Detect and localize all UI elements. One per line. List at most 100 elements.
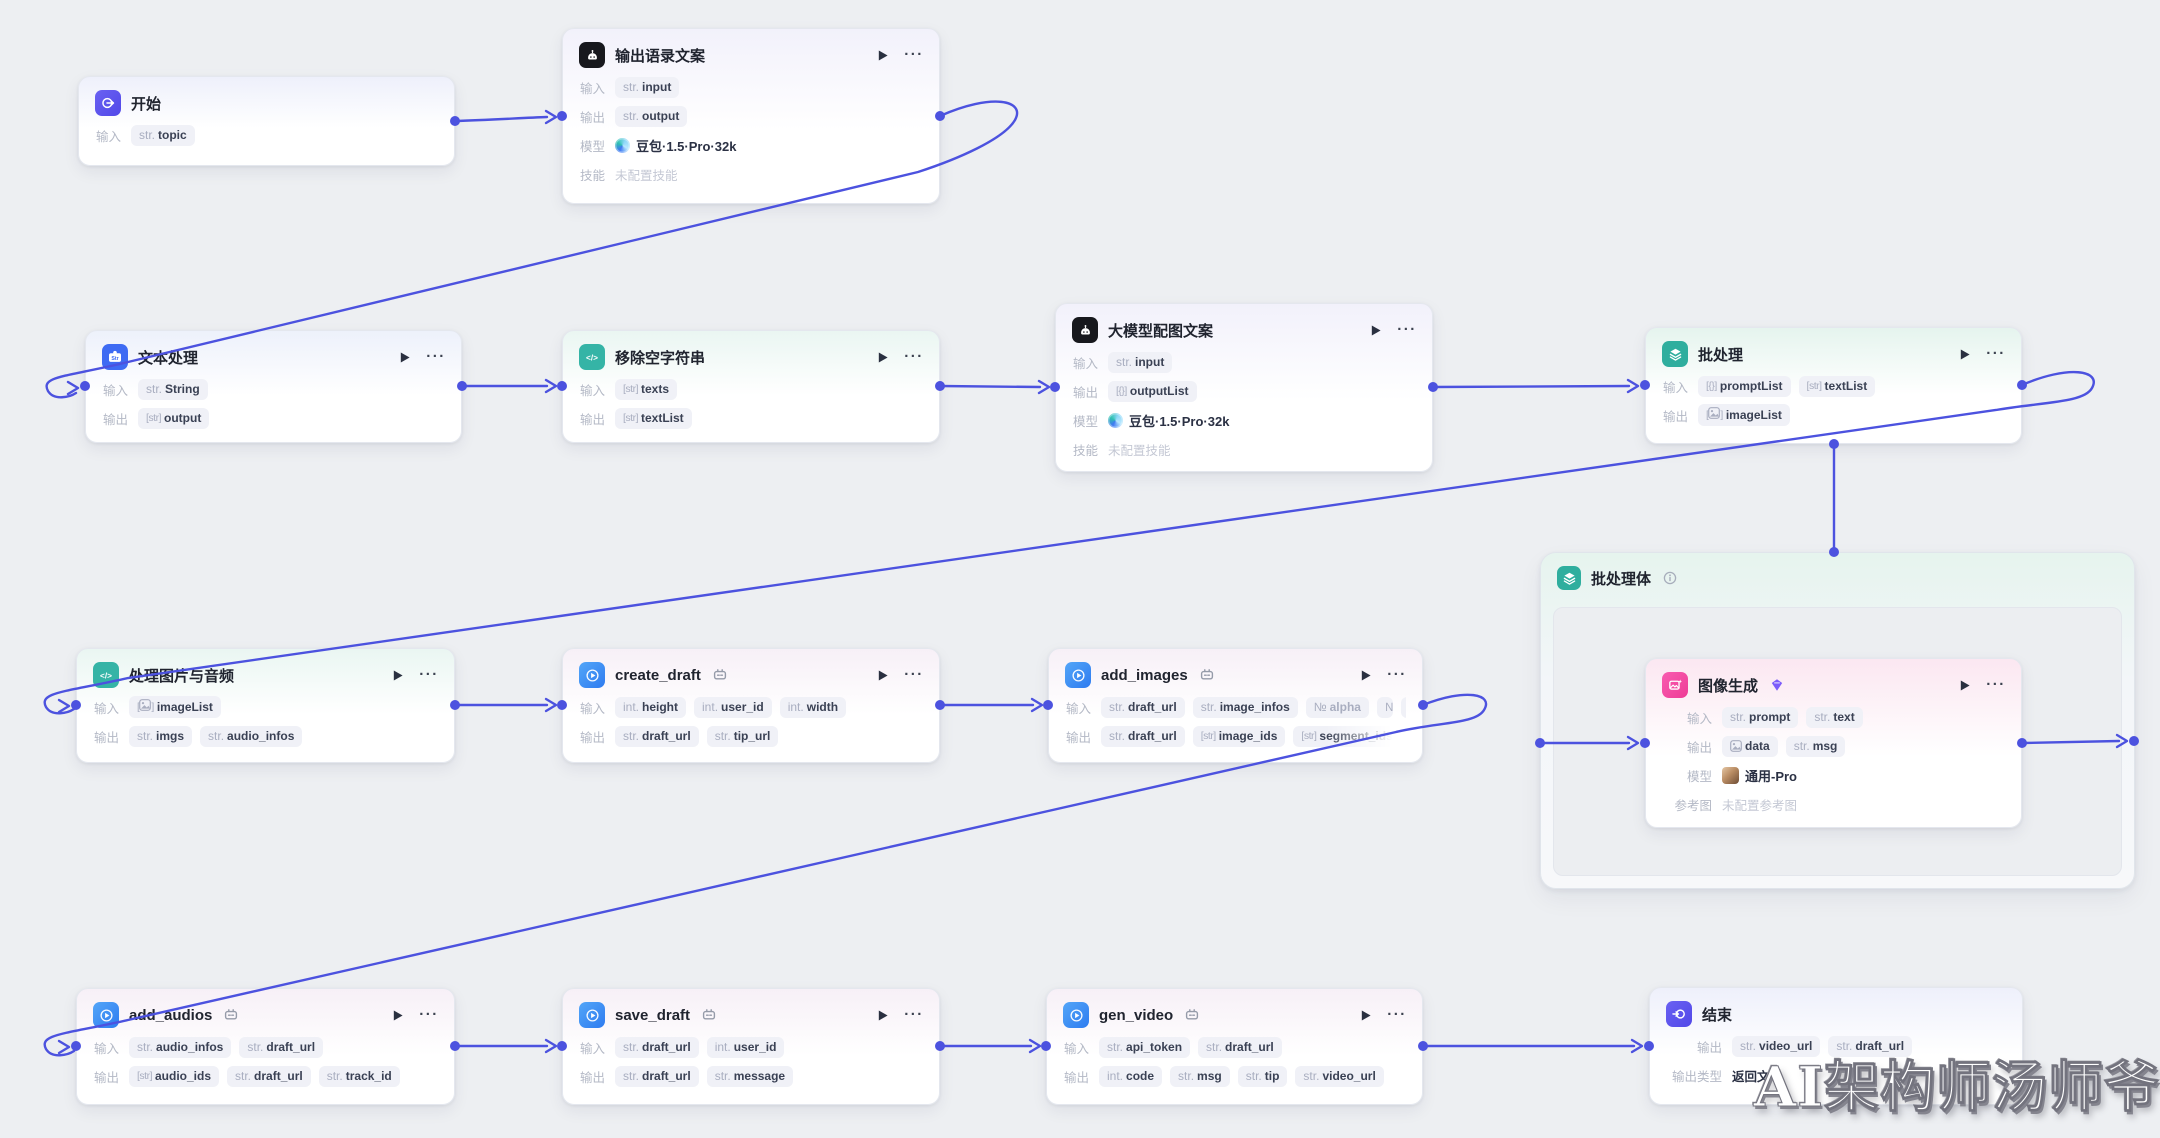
info-icon[interactable] [1663,571,1677,585]
param-type-str: str. [235,1068,252,1083]
run-node-button[interactable] [1356,666,1374,684]
param-tag: str.draft_url [227,1065,311,1087]
run-node-button[interactable] [873,1006,891,1024]
node-menu-button[interactable]: ··· [1387,1006,1407,1023]
edge-start-to-llm-quotes [453,115,549,123]
node-menu-button[interactable]: ··· [419,666,439,683]
param-name: width [806,699,839,714]
param-name: tip [1264,1068,1280,1083]
node-menu-button[interactable]: ··· [1986,345,2006,362]
edge-arrowhead [57,1039,71,1055]
param-name: user_id [733,1039,777,1054]
param-tag: str.imgs [129,725,193,747]
node-menu-button[interactable]: ··· [904,348,924,365]
run-node-button[interactable] [1955,676,1973,694]
jy-icon [579,1002,605,1028]
param-tag: int.code [1099,1065,1163,1087]
param-type-arr_str: [str] [623,411,639,424]
param-tags: [str]texts [615,378,678,400]
node-menu-button[interactable]: ··· [904,1006,924,1023]
param-type-str: str. [1740,1038,1757,1053]
param-name: msg [1812,738,1838,753]
model-name: 通用-Pro [1745,768,1798,784]
param-name: texts [641,381,670,396]
run-node-button[interactable] [1955,345,1973,363]
model-value: 豆包·1.5·Pro·32k [1108,411,1229,430]
node-menu-button[interactable]: ··· [1397,321,1417,338]
jy-icon [1065,662,1091,688]
node-menu-button[interactable]: ··· [426,348,446,365]
param-tag: str.msg [1170,1065,1230,1087]
svg-text:</>: </> [586,353,598,362]
param-type-str: str. [247,1039,264,1054]
node-menu-button[interactable]: ··· [419,1006,439,1023]
node-header: gen_video··· [1063,1001,1406,1029]
param-type-int: int. [623,699,640,714]
run-node-button[interactable] [873,348,891,366]
node-row: 输入 [str]texts [579,378,923,400]
param-tag: str.message [706,1065,794,1087]
run-node-button[interactable] [1356,1006,1374,1024]
node-row: 模型豆包·1.5·Pro·32k [579,134,923,156]
run-node-button[interactable] [873,666,891,684]
param-tag: int.user_id [694,696,772,718]
row-label: 输入 [102,383,128,398]
edge-arrowhead [57,698,71,714]
param-name: draft_url [266,1039,316,1054]
run-node-button[interactable] [395,348,413,366]
edge-arrowhead [1630,1038,1644,1054]
row-label: 输入 [579,383,605,398]
row-label: 输出类型 [1671,1069,1722,1084]
node-title: save_draft [615,1006,691,1024]
overflow-params-chip[interactable]: ··· [1400,696,1406,718]
run-node-button[interactable] [1366,321,1384,339]
param-tag: str.tip_url [706,725,779,747]
node-menu-button[interactable]: ··· [1387,666,1407,683]
param-name: imageList [156,699,213,714]
run-node-button[interactable] [388,1006,406,1024]
param-name: draft_url [254,1068,303,1083]
param-name: output [164,410,202,425]
node-menu-button[interactable]: ··· [1986,676,2006,693]
param-tag: str.image_infos [1192,696,1298,718]
node-actions: ··· [1955,345,2005,363]
param-tag: str.draft_url [1101,696,1185,718]
row-label: 输出 [1063,1070,1089,1085]
param-tag: [str]audio_ids [129,1065,220,1087]
node-menu-button[interactable]: ··· [904,666,924,683]
edge-arrowhead [1028,1038,1042,1054]
param-type-str: str. [1200,699,1217,714]
param-type-str: str. [326,1068,343,1083]
param-tag: str.audio_infos [200,725,303,747]
param-tags: []imageList [129,696,221,718]
run-node-button[interactable] [873,46,891,64]
row-label: 输出 [579,730,605,745]
run-node-button[interactable] [388,666,406,684]
end-icon [1666,1001,1692,1027]
node-title: 图像生成 [1698,677,1759,695]
node-menu-button[interactable]: ··· [904,46,924,63]
param-type-str: str. [714,1068,731,1083]
